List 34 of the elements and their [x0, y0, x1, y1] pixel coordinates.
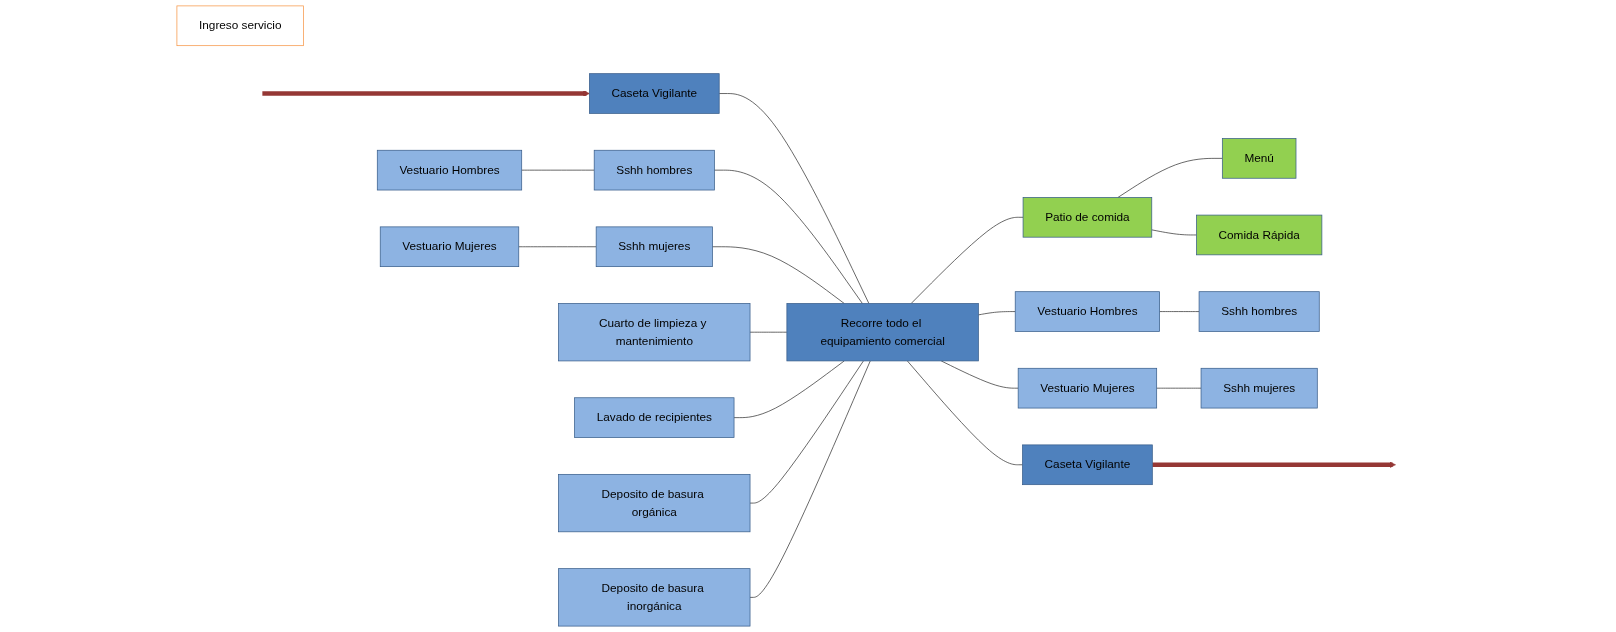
node-box: Caseta Vigilante — [1021, 444, 1153, 486]
connector — [711, 246, 845, 304]
connector — [1117, 158, 1223, 198]
node-box: Menú — [1221, 138, 1297, 179]
node-box: Sshh hombres — [1198, 291, 1320, 332]
arrow — [1152, 461, 1396, 468]
connector — [910, 216, 1024, 304]
connector — [1151, 229, 1197, 236]
node-box: Caseta Vigilante — [588, 73, 720, 114]
node-box: Comida Rápida — [1195, 214, 1322, 256]
connector — [733, 360, 845, 418]
connector — [906, 360, 1023, 466]
connector — [749, 360, 864, 504]
connector — [1158, 311, 1200, 312]
connector — [718, 93, 869, 304]
arrow — [262, 90, 590, 97]
node-box: Vestuario Mujeres — [379, 226, 519, 267]
node-box: Deposito de basura inorgánica — [557, 568, 751, 627]
node-box: Sshh mujeres — [1200, 367, 1318, 409]
node-box: Sshh hombres — [593, 149, 715, 191]
node-box: Patio de comida — [1022, 197, 1152, 238]
node-box: Vestuario Mujeres — [1017, 367, 1157, 409]
node-box: Vestuario Hombres — [1014, 291, 1160, 332]
connector — [977, 311, 1016, 316]
node-box: Vestuario Hombres — [376, 149, 522, 191]
node-box: Recorre todo el equipamiento comercial — [786, 303, 979, 362]
connector — [749, 360, 871, 598]
connector — [940, 360, 1019, 389]
node-box: Sshh mujeres — [595, 226, 713, 267]
node-box: Lavado de recipientes — [573, 397, 735, 438]
node-box: Cuarto de limpieza y mantenimiento — [557, 303, 751, 362]
node-box: Ingreso servicio — [176, 5, 304, 47]
node-box: Deposito de basura orgánica — [557, 474, 751, 533]
connector — [713, 169, 863, 304]
